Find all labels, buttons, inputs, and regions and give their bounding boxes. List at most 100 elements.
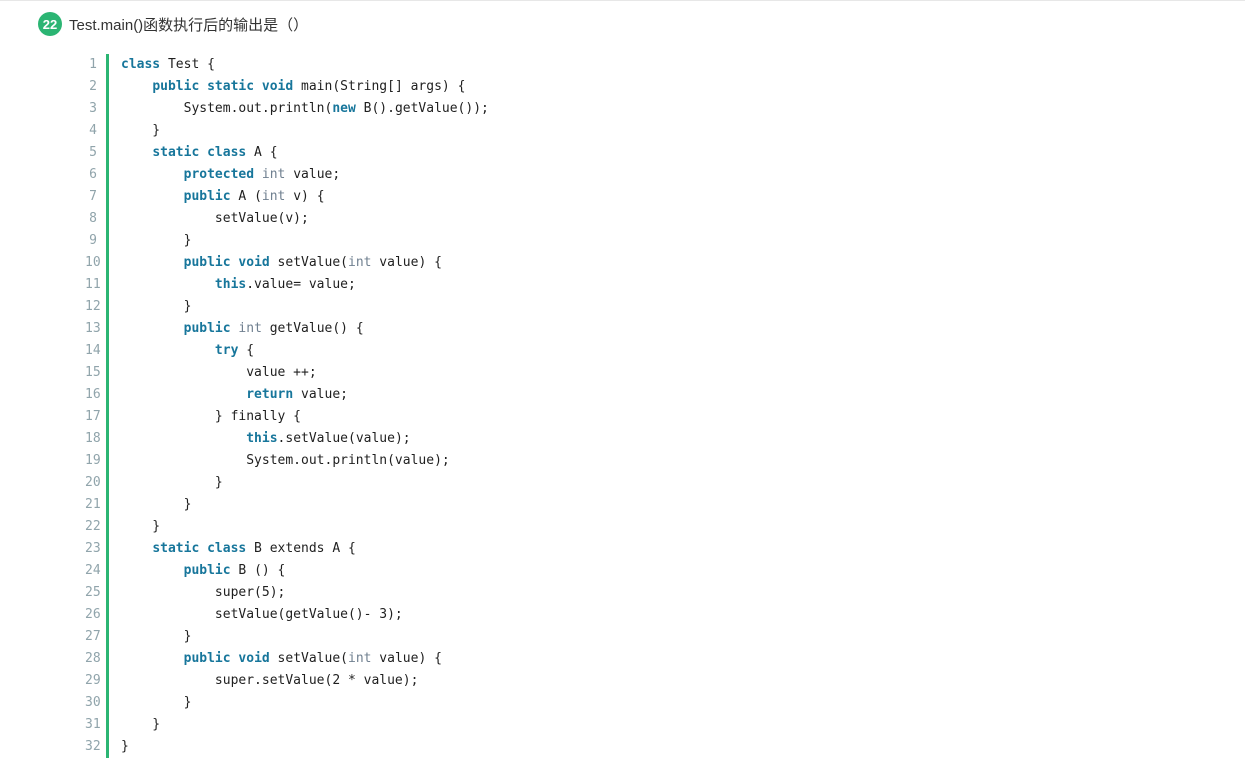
line-number: 3 — [85, 98, 109, 120]
code-text: System.out.println(new B().getValue()); — [121, 101, 489, 116]
line-number: 9 — [85, 230, 109, 252]
code-line: 20 } — [85, 472, 1245, 494]
code-text: } — [121, 519, 161, 534]
line-number: 31 — [85, 714, 109, 736]
code-text: public void setValue(int value) { — [183, 651, 442, 666]
code-line: 9 } — [85, 230, 1245, 252]
code-text: } — [121, 629, 192, 644]
line-number: 32 — [85, 736, 109, 758]
line-number: 28 — [85, 648, 109, 670]
code-text: } — [121, 497, 192, 512]
code-text: public static void main(String[] args) { — [152, 79, 466, 94]
code-text: } finally { — [121, 409, 302, 424]
code-line: 4 } — [85, 120, 1245, 142]
question-text: Test.main()函数执行后的输出是（） — [69, 16, 309, 34]
line-number: 4 — [85, 120, 109, 142]
line-number: 22 — [85, 516, 109, 538]
line-number: 13 — [85, 318, 109, 340]
line-number: 2 — [85, 76, 109, 98]
line-number: 16 — [85, 384, 109, 406]
line-number: 27 — [85, 626, 109, 648]
code-text: } — [121, 475, 223, 490]
code-block: 1 class Test { 2 public static void main(S… — [85, 54, 1245, 758]
code-line: 12 } — [85, 296, 1245, 318]
code-text: setValue(getValue()- 3); — [121, 607, 403, 622]
code-line: 14 try { — [85, 340, 1245, 362]
line-number: 6 — [85, 164, 109, 186]
code-text: public A (int v) { — [183, 189, 325, 204]
line-number: 7 — [85, 186, 109, 208]
code-text: setValue(v); — [121, 211, 309, 226]
line-number: 29 — [85, 670, 109, 692]
code-line: 32} — [85, 736, 1245, 758]
code-line: 25 super(5); — [85, 582, 1245, 604]
code-text: try { — [214, 343, 255, 358]
code-line: 16 return value; — [85, 384, 1245, 406]
code-line: 30 } — [85, 692, 1245, 714]
code-text: static class A { — [152, 145, 278, 160]
code-line: 23 static class B extends A { — [85, 538, 1245, 560]
question-header: 22 Test.main()函数执行后的输出是（） — [0, 1, 1245, 46]
line-number: 10 — [85, 252, 109, 274]
code-line: 10 public void setValue(int value) { — [85, 252, 1245, 274]
line-number: 11 — [85, 274, 109, 296]
code-text: } — [121, 695, 192, 710]
code-line: 6 protected int value; — [85, 164, 1245, 186]
line-number: 15 — [85, 362, 109, 384]
code-text: } — [121, 299, 192, 314]
line-number: 25 — [85, 582, 109, 604]
line-number: 30 — [85, 692, 109, 714]
code-line: 3 System.out.println(new B().getValue())… — [85, 98, 1245, 120]
line-number: 19 — [85, 450, 109, 472]
line-number: 5 — [85, 142, 109, 164]
code-line: 7 public A (int v) { — [85, 186, 1245, 208]
line-number: 8 — [85, 208, 109, 230]
code-text: protected int value; — [183, 167, 341, 182]
line-number: 18 — [85, 428, 109, 450]
code-text: } — [121, 123, 161, 138]
code-text: } — [121, 739, 129, 754]
line-number: 1 — [85, 54, 109, 76]
code-text: return value; — [246, 387, 348, 402]
line-number: 23 — [85, 538, 109, 560]
line-number: 14 — [85, 340, 109, 362]
code-line: 13 public int getValue() { — [85, 318, 1245, 340]
question-number-badge: 22 — [38, 12, 62, 36]
code-line: 28 public void setValue(int value) { — [85, 648, 1245, 670]
code-line: 5 static class A { — [85, 142, 1245, 164]
code-line: 11 this.value= value; — [85, 274, 1245, 296]
code-line: 15 value ++; — [85, 362, 1245, 384]
code-line: 26 setValue(getValue()- 3); — [85, 604, 1245, 626]
top-divider — [0, 0, 1245, 1]
code-line: 8 setValue(v); — [85, 208, 1245, 230]
line-number: 21 — [85, 494, 109, 516]
code-line: 21 } — [85, 494, 1245, 516]
code-text: public void setValue(int value) { — [183, 255, 442, 270]
code-text: } — [121, 233, 192, 248]
code-line: 22 } — [85, 516, 1245, 538]
code-text: this.setValue(value); — [246, 431, 411, 446]
code-line: 24 public B () { — [85, 560, 1245, 582]
line-number: 12 — [85, 296, 109, 318]
code-line: 19 System.out.println(value); — [85, 450, 1245, 472]
code-text: public int getValue() { — [183, 321, 364, 336]
code-text: static class B extends A { — [152, 541, 356, 556]
code-line: 17 } finally { — [85, 406, 1245, 428]
code-lines: 1 class Test { 2 public static void main(S… — [85, 54, 1245, 758]
line-number: 17 — [85, 406, 109, 428]
code-text: super.setValue(2 * value); — [121, 673, 419, 688]
line-number: 24 — [85, 560, 109, 582]
code-line: 31 } — [85, 714, 1245, 736]
code-line: 29 super.setValue(2 * value); — [85, 670, 1245, 692]
code-text: value ++; — [121, 365, 317, 380]
code-text: System.out.println(value); — [121, 453, 450, 468]
code-line: 2 public static void main(String[] args)… — [85, 76, 1245, 98]
line-number: 26 — [85, 604, 109, 626]
code-line: 27 } — [85, 626, 1245, 648]
code-text: class Test { — [121, 57, 215, 72]
line-number: 20 — [85, 472, 109, 494]
code-text: super(5); — [121, 585, 286, 600]
code-line: 18 this.setValue(value); — [85, 428, 1245, 450]
code-text: public B () { — [183, 563, 286, 578]
